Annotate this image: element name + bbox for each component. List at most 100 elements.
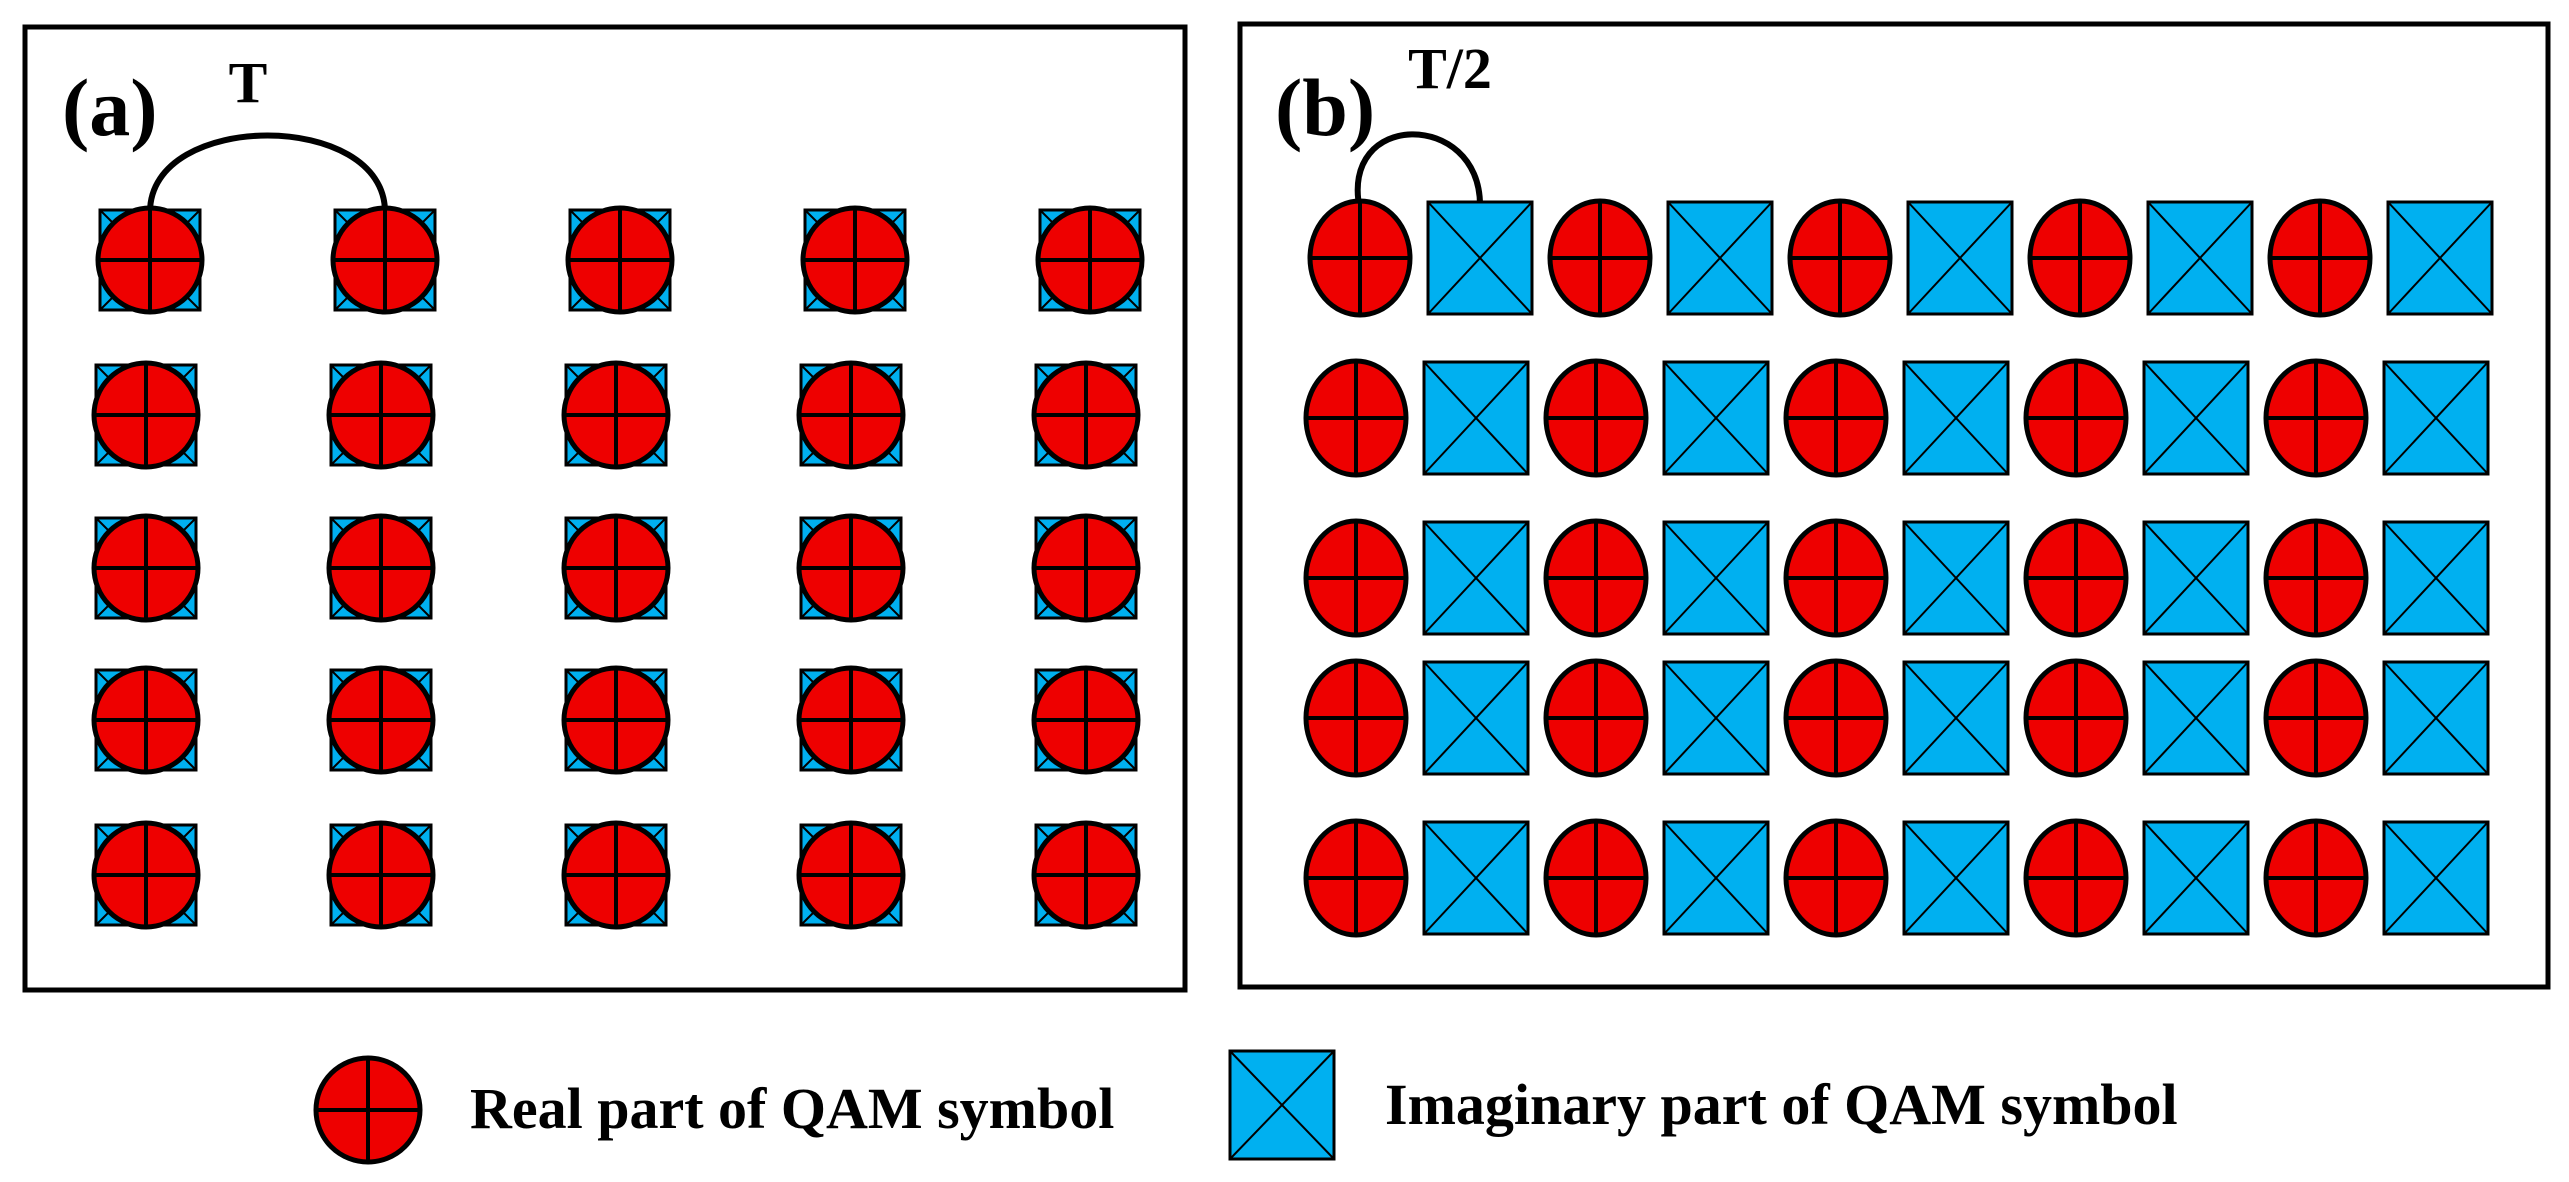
imaginary-part-square <box>1662 820 1770 936</box>
real-part-circle <box>1543 658 1649 778</box>
square-diagonal <box>2143 821 2249 935</box>
qam-symbol <box>561 513 671 623</box>
real-part-circle <box>2023 658 2129 778</box>
real-part-circle <box>330 205 440 315</box>
imaginary-part-square <box>1662 360 1770 476</box>
real-part-circle <box>1547 198 1653 318</box>
square-diagonal <box>2383 661 2489 775</box>
imaginary-part-square <box>1422 820 1530 936</box>
real-part-circle <box>1783 658 1889 778</box>
square-diagonal <box>2143 521 2249 635</box>
qam-symbol <box>1031 360 1141 470</box>
square-diagonal <box>1423 821 1529 935</box>
qam-symbol <box>561 360 671 470</box>
real-part-circle <box>2267 198 2373 318</box>
real-part-circle <box>1031 513 1141 623</box>
real-part-circle <box>91 360 201 470</box>
real-part-circle <box>326 513 436 623</box>
legend-real-circle <box>313 1055 423 1165</box>
imaginary-part-square <box>1662 520 1770 636</box>
real-part-circle <box>2263 358 2369 478</box>
square-diagonal <box>1903 361 2009 475</box>
real-part-circle <box>561 513 671 623</box>
real-part-circle <box>1783 358 1889 478</box>
real-part-circle <box>2023 518 2129 638</box>
symbol-period-arc <box>147 132 388 213</box>
panel-b-oqam: (b) T/2 <box>1237 21 2551 990</box>
square-diagonal <box>1903 661 2009 775</box>
real-part-circle <box>1303 358 1409 478</box>
imaginary-part-square <box>1902 660 2010 776</box>
square-diagonal <box>2383 821 2489 935</box>
qam-symbol <box>800 205 910 315</box>
real-part-circle <box>2263 518 2369 638</box>
panel-a-qam: (a) T <box>22 24 1188 993</box>
square-diagonal <box>1663 661 1769 775</box>
panel-b-symbol-grid <box>1303 198 2494 938</box>
imaginary-part-square <box>2142 820 2250 936</box>
qam-symbol <box>796 513 906 623</box>
imaginary-part-square <box>2382 660 2490 776</box>
red-circle-plus-icon <box>313 1055 423 1165</box>
real-part-circle <box>2023 818 2129 938</box>
real-part-circle <box>796 360 906 470</box>
square-diagonal <box>1663 821 1769 935</box>
real-part-circle <box>1543 518 1649 638</box>
half-period-arc <box>1354 131 1483 211</box>
half-period-label: T/2 <box>1408 36 1492 101</box>
imaginary-part-square <box>2146 200 2254 316</box>
qam-symbol <box>95 205 205 315</box>
panel-b-frame <box>1237 21 2551 990</box>
real-part-circle <box>561 665 671 775</box>
square-diagonal <box>1907 201 2013 315</box>
imaginary-part-square <box>2382 360 2490 476</box>
qam-symbol <box>326 513 436 623</box>
imaginary-part-square <box>2142 660 2250 776</box>
qam-symbol <box>91 513 201 623</box>
panel-a-frame <box>22 24 1188 993</box>
real-part-circle <box>326 820 436 930</box>
square-diagonal <box>1903 521 2009 635</box>
symbol-period-label: T <box>229 50 268 115</box>
qam-symbol <box>91 820 201 930</box>
imaginary-part-square <box>1906 200 2014 316</box>
imaginary-part-square <box>2142 360 2250 476</box>
imaginary-part-square <box>1422 360 1530 476</box>
square-diagonal <box>2383 361 2489 475</box>
real-part-circle <box>2027 198 2133 318</box>
qam-symbol <box>1031 513 1141 623</box>
imaginary-part-square <box>1902 520 2010 636</box>
real-part-circle <box>1543 818 1649 938</box>
square-diagonal <box>2387 201 2493 315</box>
real-part-circle <box>1787 198 1893 318</box>
qam-symbol <box>1035 205 1145 315</box>
real-part-circle <box>1031 665 1141 775</box>
real-part-circle <box>1303 518 1409 638</box>
real-part-circle <box>1303 818 1409 938</box>
square-diagonal <box>1903 821 2009 935</box>
square-diagonal <box>1229 1050 1335 1160</box>
real-part-circle <box>1035 205 1145 315</box>
real-part-circle <box>95 205 205 315</box>
square-diagonal <box>2383 521 2489 635</box>
qam-symbol <box>1031 820 1141 930</box>
qam-symbol <box>326 820 436 930</box>
real-part-circle <box>326 360 436 470</box>
panel-a-label: (a) <box>62 62 158 153</box>
qam-symbol <box>796 820 906 930</box>
qam-symbol <box>326 665 436 775</box>
square-diagonal <box>1663 361 1769 475</box>
panel-a-symbol-grid <box>91 205 1145 930</box>
imaginary-part-square <box>2142 520 2250 636</box>
blue-square-x-icon <box>1228 1049 1336 1161</box>
real-part-circle <box>561 820 671 930</box>
legend: Real part of QAM symbol Imaginary part o… <box>313 1049 2178 1165</box>
real-part-circle <box>1783 818 1889 938</box>
real-part-circle <box>800 205 910 315</box>
legend-imaginary-label: Imaginary part of QAM symbol <box>1385 1072 2178 1137</box>
qam-symbol <box>565 205 675 315</box>
square-diagonal <box>1423 361 1529 475</box>
square-diagonal <box>2143 361 2249 475</box>
imaginary-part-square <box>1902 360 2010 476</box>
